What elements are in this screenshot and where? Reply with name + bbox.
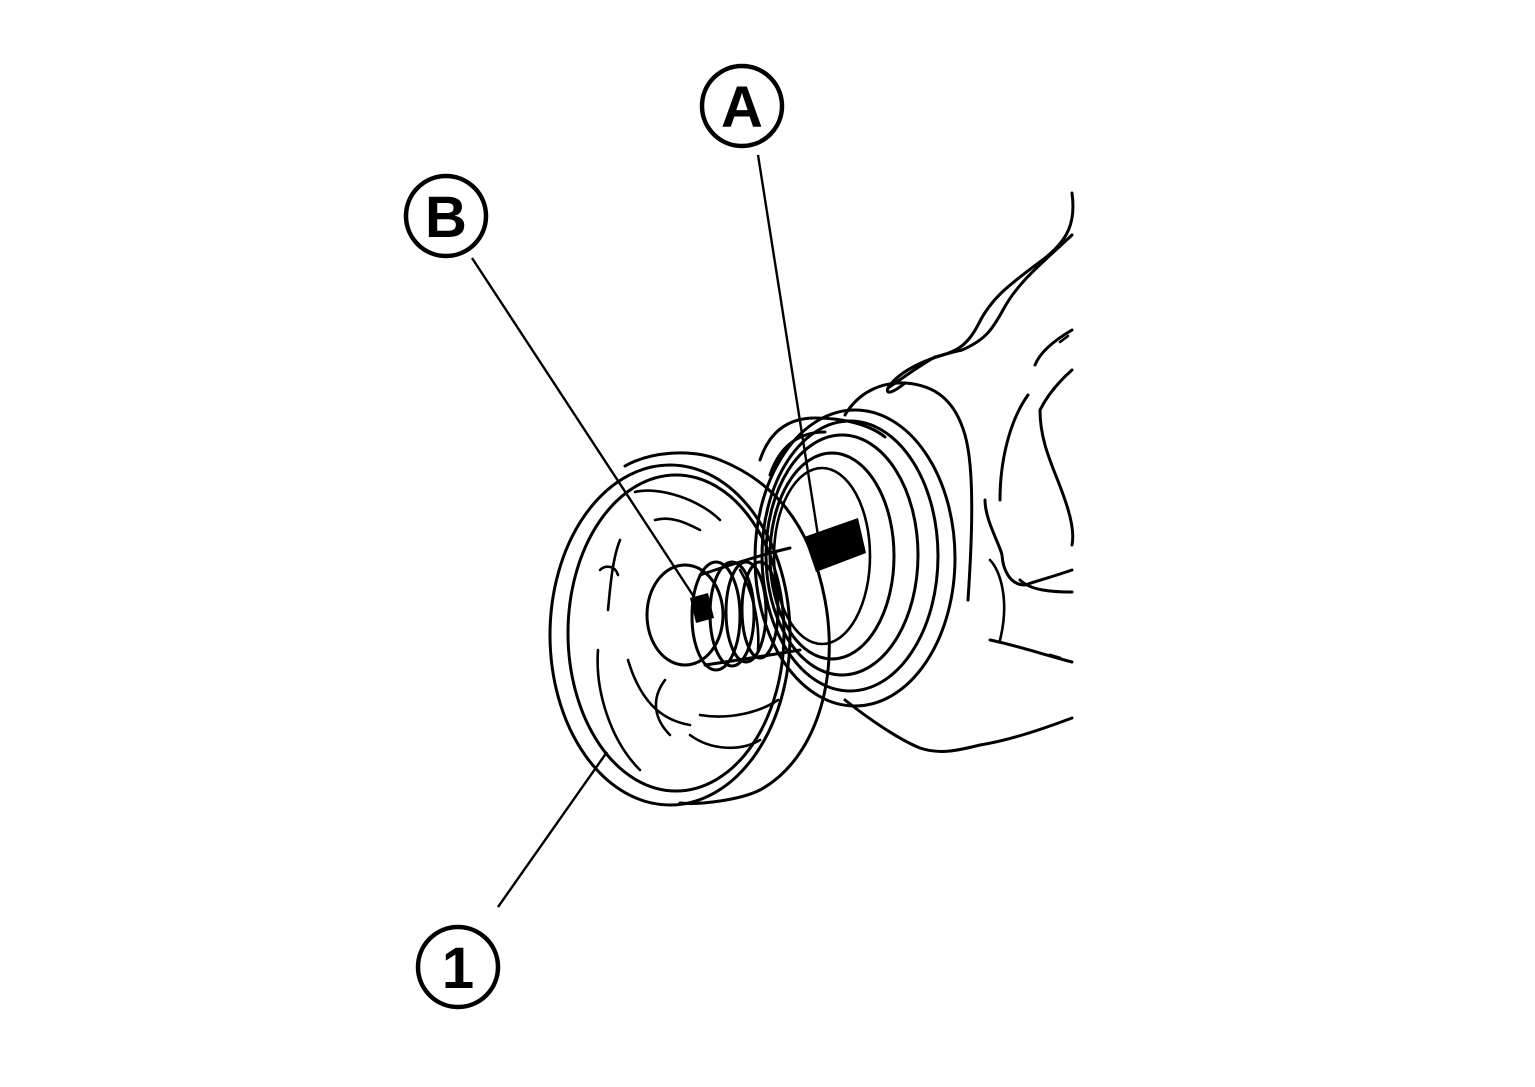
leader-line-1 <box>497 751 608 908</box>
callout-a-label: A <box>721 75 763 140</box>
mark-a <box>804 518 866 572</box>
leader-line-a <box>756 154 822 549</box>
housing-body <box>843 191 1075 753</box>
callout-a: A <box>699 63 785 149</box>
front-pulley <box>548 451 831 807</box>
callout-1: 1 <box>415 924 501 1010</box>
callout-1-label: 1 <box>442 936 474 1001</box>
leader-line-b <box>470 257 700 604</box>
rear-flange <box>753 408 957 708</box>
callout-b: B <box>403 173 489 259</box>
callout-b-label: B <box>425 185 467 250</box>
